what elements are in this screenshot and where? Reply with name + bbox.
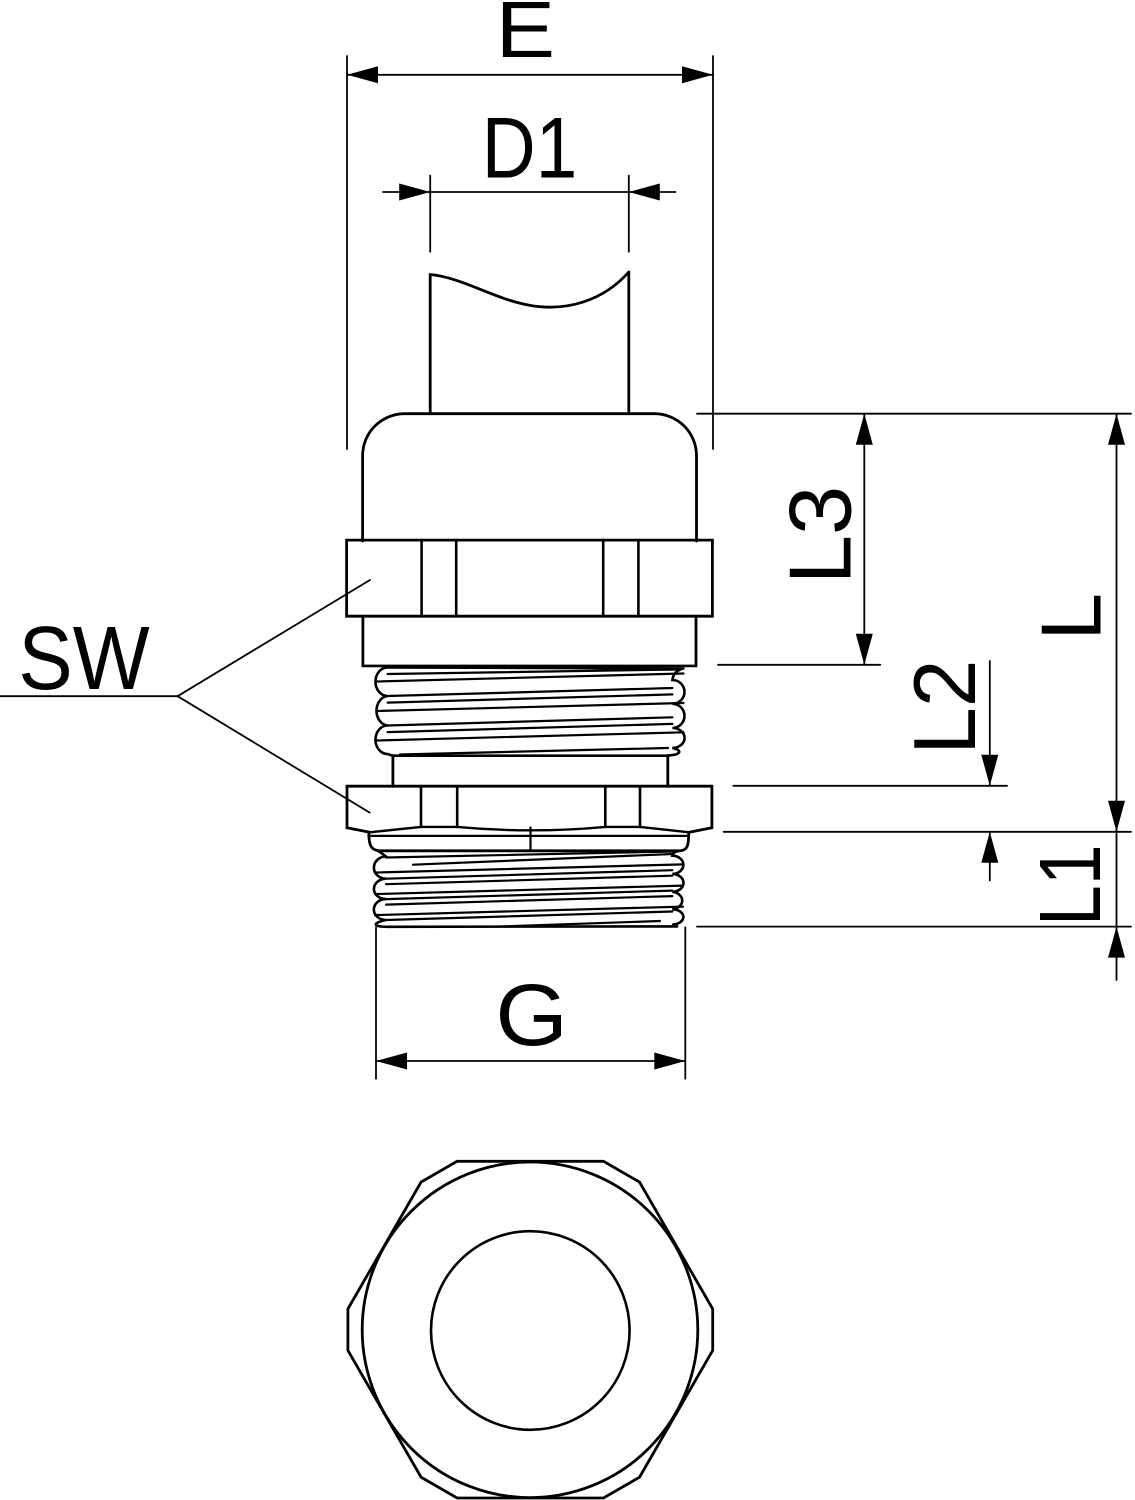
svg-text:L2: L2 [896, 659, 995, 754]
svg-text:SW: SW [18, 608, 149, 709]
svg-text:L3: L3 [770, 486, 869, 585]
svg-text:D1: D1 [482, 100, 577, 196]
svg-text:L1: L1 [1022, 844, 1120, 926]
svg-text:L: L [1024, 593, 1120, 641]
svg-text:G: G [495, 967, 568, 1064]
svg-text:E: E [496, 0, 555, 74]
